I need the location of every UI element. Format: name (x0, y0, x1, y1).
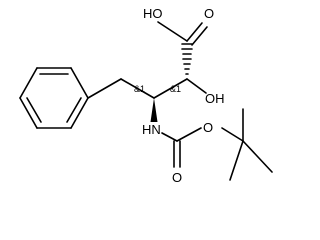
amine-nh-label: HN (142, 122, 161, 137)
boc-carbonyl-oxygen-label: O (172, 170, 182, 185)
carbamate-oxygen-label: O (203, 120, 213, 135)
stereo-label-c2: &1 (170, 84, 181, 94)
structure-diagram: HO O OH HN O O &1 &1 (19, 6, 273, 185)
hashed-wedge-bond (181, 43, 193, 75)
carboxylic-acid-bonds (157, 21, 208, 46)
boc-group-bonds (161, 108, 273, 181)
hydroxyl-label: OH (205, 91, 225, 106)
solid-wedge-bond (150, 98, 158, 122)
boc-phenylbutanoic-acid-structure: HO O OH HN O O &1 &1 (19, 6, 273, 185)
benzene-ring (19, 67, 89, 129)
carbonyl-oxygen-label: O (204, 6, 214, 21)
backbone-bonds (87, 78, 207, 99)
stereo-label-c3: &1 (134, 84, 145, 94)
carboxyl-oh-label: HO (143, 6, 163, 21)
